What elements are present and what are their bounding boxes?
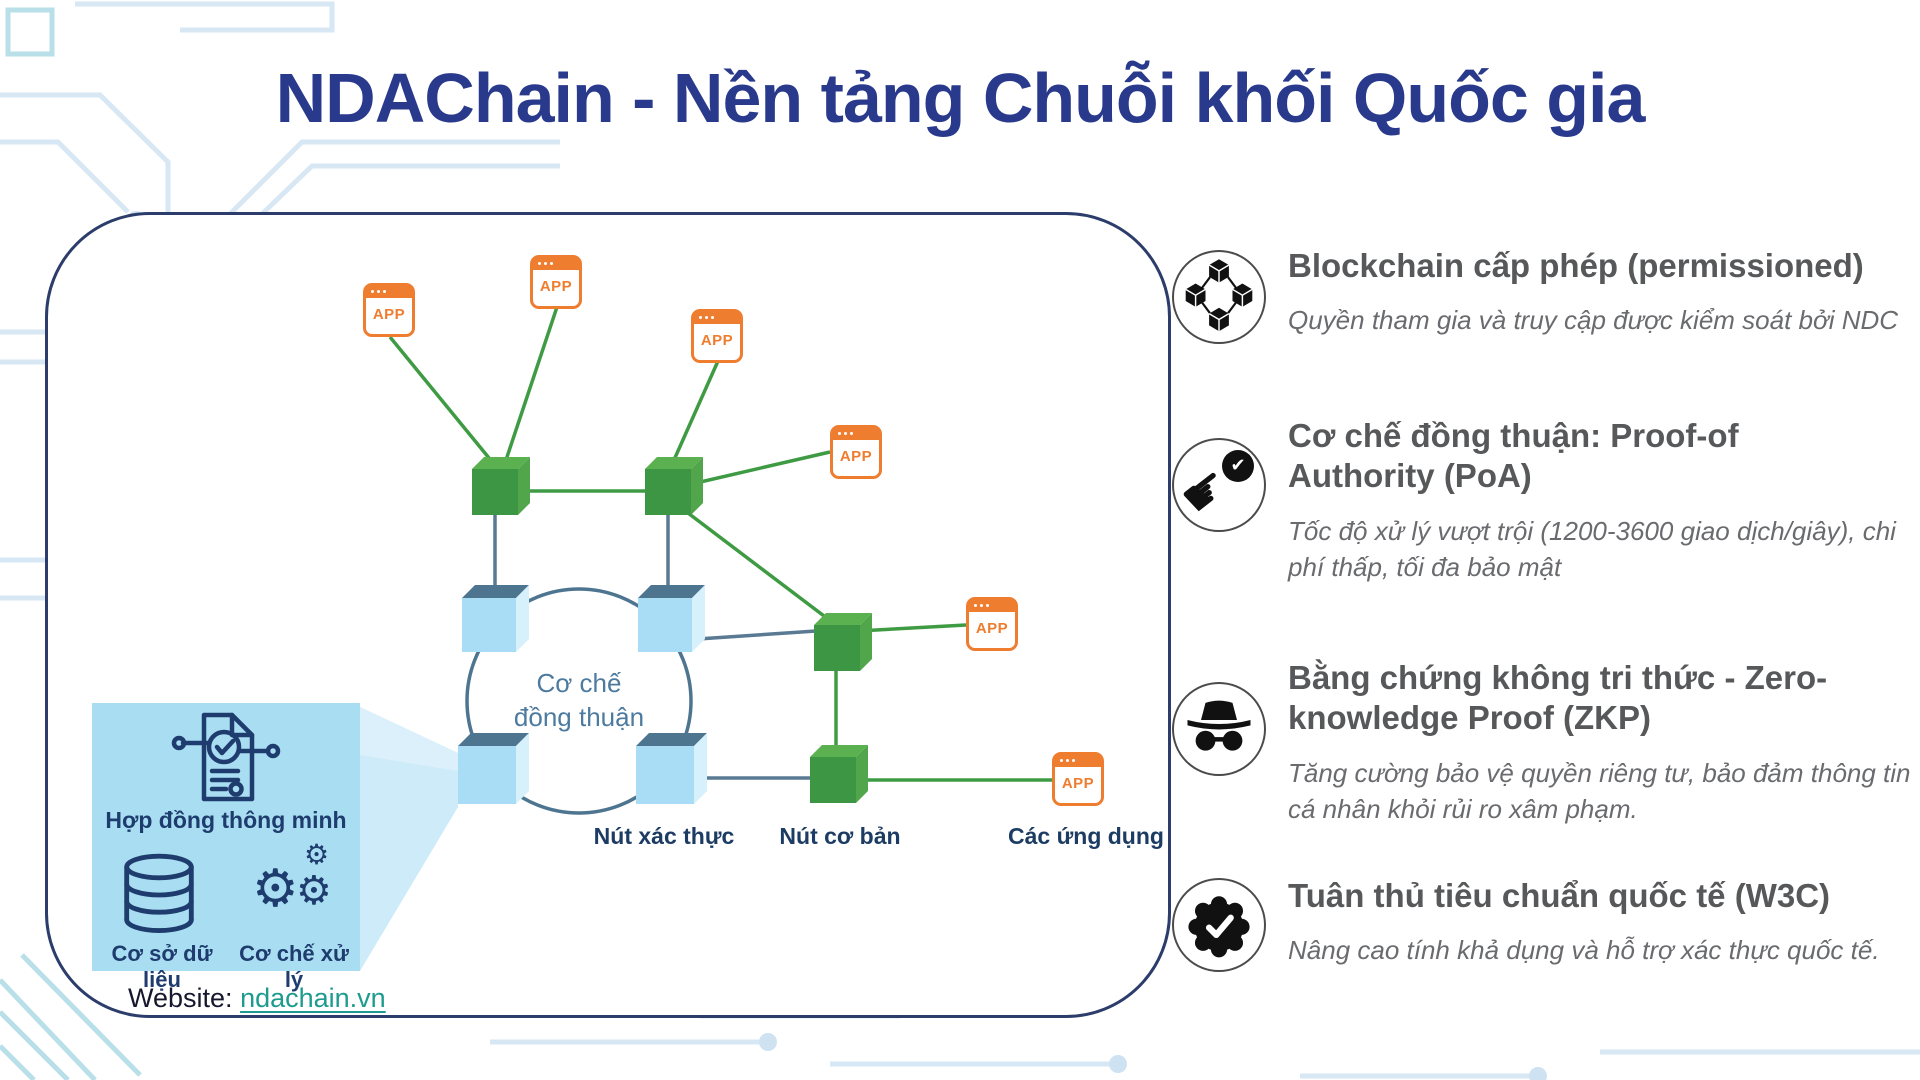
app-titlebar — [969, 600, 1015, 612]
feature-title: Bằng chứng không tri thức - Zero-knowled… — [1288, 659, 1828, 737]
website-line: Website: ndachain.vn — [128, 983, 386, 1014]
hand-check-icon: ☛ ✔ — [1168, 438, 1266, 532]
badge-check-icon — [1172, 878, 1266, 972]
feature-text: Bằng chứng không tri thức - Zero-knowled… — [1288, 658, 1912, 827]
smart-contract-icon — [171, 712, 281, 802]
feature-desc: Nâng cao tính khả dụng và hỗ trợ xác thự… — [1288, 935, 1880, 966]
app-titlebar — [1055, 755, 1101, 767]
app-label: APP — [372, 306, 406, 323]
app-label: APP — [839, 448, 873, 465]
gears-icon: ⚙⚙⚙ — [252, 838, 332, 919]
network-diagram-panel: APP APP APP APP APP APP Cơ chế đồng — [45, 212, 1171, 1018]
app-node-icon: APP — [363, 283, 415, 337]
app-node-icon: APP — [1052, 752, 1104, 806]
feature-title: Blockchain cấp phép (permissioned) — [1288, 247, 1864, 284]
feature-text: Blockchain cấp phép (permissioned) Quyền… — [1288, 246, 1912, 344]
website-label: Website: — [128, 983, 233, 1013]
app-titlebar — [833, 428, 879, 440]
app-label: APP — [700, 332, 734, 349]
smart-contract-label: Hợp đồng thông minh — [105, 807, 347, 833]
app-node-icon: APP — [966, 597, 1018, 651]
blockchain-cubes-icon — [1172, 250, 1266, 344]
diagram-connections — [360, 306, 1052, 971]
feature-desc: Tốc độ xử lý vượt trội (1200-3600 giao d… — [1288, 515, 1896, 582]
applications-label: Các ứng dụng — [1008, 823, 1164, 849]
incognito-icon — [1172, 682, 1266, 776]
feature-zkp: Bằng chứng không tri thức - Zero-knowled… — [1172, 658, 1912, 827]
app-node-icon: APP — [530, 255, 582, 309]
app-titlebar — [533, 258, 579, 270]
app-label: APP — [1061, 775, 1095, 792]
zoom-beam — [360, 707, 458, 971]
feature-poa: ☛ ✔ Cơ chế đồng thuận: Proof-of Authorit… — [1168, 416, 1912, 585]
app-label: APP — [539, 278, 573, 295]
consensus-circle — [465, 587, 693, 815]
basic-node-label: Nút cơ bản — [779, 823, 901, 849]
database-icon — [124, 853, 194, 933]
feature-permissioned: Blockchain cấp phép (permissioned) Quyền… — [1172, 246, 1912, 344]
app-node-icon: APP — [830, 425, 882, 479]
database-label: Cơ sở dữ liệu — [111, 941, 213, 992]
feature-text: Cơ chế đồng thuận: Proof-of Authority (P… — [1288, 416, 1912, 585]
app-titlebar — [366, 286, 412, 298]
feature-text: Tuân thủ tiêu chuẩn quốc tế (W3C) Nâng c… — [1288, 876, 1912, 972]
processing-label: Cơ chế xử lý — [239, 941, 349, 992]
app-node-icon: APP — [691, 309, 743, 363]
feature-w3c: Tuân thủ tiêu chuẩn quốc tế (W3C) Nâng c… — [1172, 876, 1912, 972]
feature-desc: Quyền tham gia và truy cập được kiểm soá… — [1288, 305, 1899, 336]
validator-detail-box: Hợp đồng thông minh ⚙⚙⚙ Cơ sở dữ liệu Cơ… — [92, 703, 360, 992]
feature-title: Tuân thủ tiêu chuẩn quốc tế (W3C) — [1288, 877, 1831, 914]
check-circle-icon: ✔ — [1222, 450, 1254, 482]
page-title: NDAChain - Nền tảng Chuỗi khối Quốc gia — [275, 59, 1646, 137]
app-label: APP — [975, 620, 1009, 637]
feature-title: Cơ chế đồng thuận: Proof-of Authority (P… — [1288, 417, 1739, 495]
consensus-label: Cơ chế đồng thuận — [513, 668, 645, 732]
app-titlebar — [694, 312, 740, 324]
feature-desc: Tăng cường bảo vệ quyền riêng tư, bảo đả… — [1288, 757, 1911, 824]
validator-node-label: Nút xác thực — [593, 823, 735, 849]
website-link[interactable]: ndachain.vn — [240, 983, 386, 1013]
